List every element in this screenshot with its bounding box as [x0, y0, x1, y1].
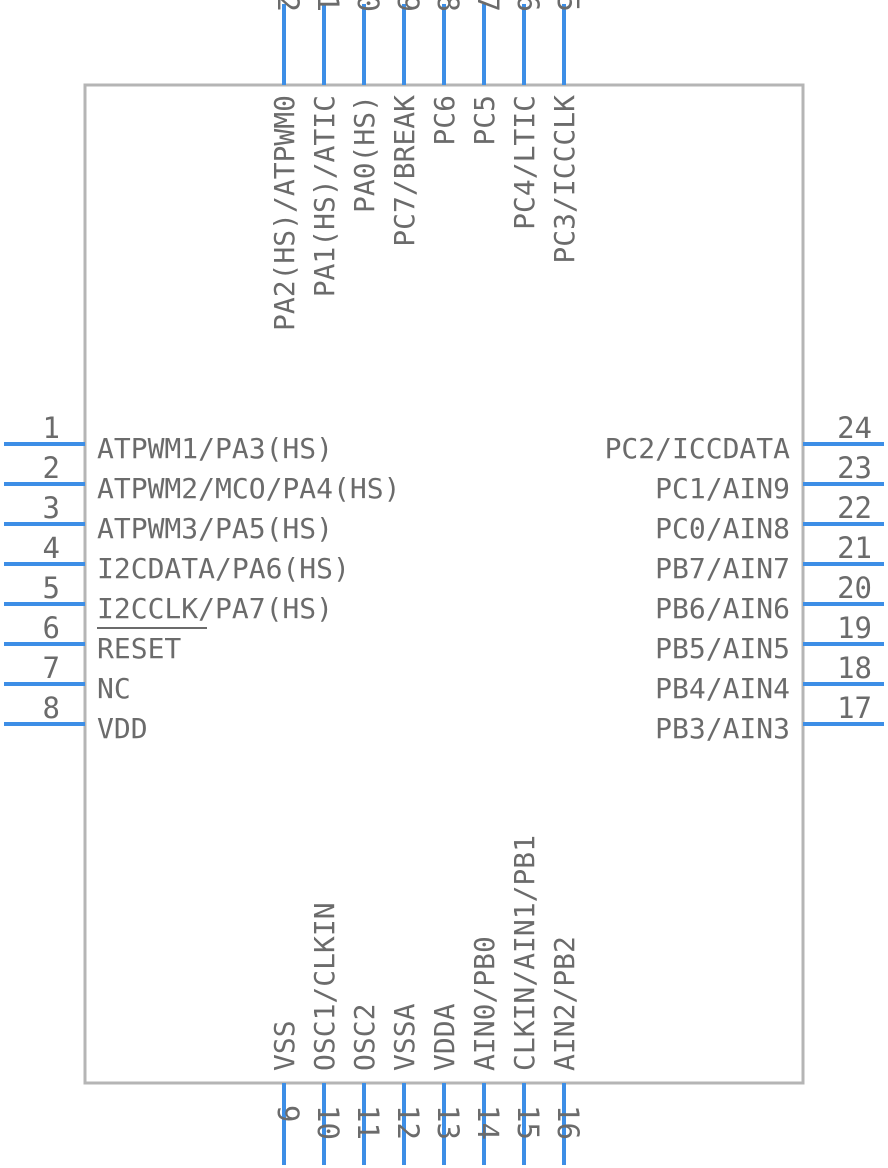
pin-29: 29PC7/BREAK	[388, 0, 425, 247]
pin-11-number: 11	[351, 1105, 385, 1140]
pin-1-label: ATPWM1/PA3(HS)	[97, 432, 333, 465]
pin-9-number: 9	[271, 1105, 305, 1122]
pin-13-number: 13	[431, 1105, 465, 1140]
pin-32: 32PA2(HS)/ATPWM0	[268, 0, 305, 331]
pin-9: 9 VSS	[268, 1020, 305, 1165]
pin-16-number: 16	[551, 1105, 585, 1140]
pin-22-number: 22	[837, 491, 872, 525]
pin-19-label: PB5/AIN5	[655, 632, 790, 665]
pin-11: 11 OSC2	[348, 1004, 385, 1165]
pin-6-label: RESET	[97, 632, 181, 665]
pin-6-number: 6	[43, 611, 60, 645]
pin-17-label: PB3/AIN3	[655, 712, 790, 745]
pin-12-label: VSSA	[388, 1003, 421, 1071]
pin-2-label: ATPWM2/MCO/PA4(HS)	[97, 472, 400, 505]
pin-25-number: 25	[551, 0, 585, 12]
pin-15-number: 15	[511, 1105, 545, 1140]
pin-24-label: PC2/ICCDATA	[605, 432, 791, 465]
pin-16: 16 AIN2/PB2	[548, 936, 585, 1165]
pin-8-number: 8	[43, 691, 60, 725]
pin-29-number: 29	[391, 0, 425, 12]
pin-15: 15 CLKIN/AIN1/PB1	[508, 835, 545, 1165]
pin-27-label: PC5	[468, 95, 501, 146]
pin-18-number: 18	[837, 651, 872, 685]
pin-32-number: 32	[271, 0, 305, 12]
pin-26-number: 26	[511, 0, 545, 12]
pin-18-label: PB4/AIN4	[655, 672, 790, 705]
pin-14: 14 AIN0/PB0	[468, 936, 505, 1165]
pins-layer: 1ATPWM1/PA3(HS)2ATPWM2/MCO/PA4(HS)3ATPWM…	[4, 0, 884, 1165]
pin-7-number: 7	[43, 651, 60, 685]
pin-26-label: PC4/LTIC	[508, 95, 541, 230]
pin-8-label: VDD	[97, 712, 148, 745]
pin-31-number: 31	[311, 0, 345, 12]
pin-12-number: 12	[391, 1105, 425, 1140]
pin-7: 7NC	[4, 651, 131, 705]
pin-30-label: PA0(HS)	[348, 95, 381, 213]
pin-7-label: NC	[97, 672, 131, 705]
pin-27-number: 27	[471, 0, 505, 12]
pin-28-label: PC6	[428, 95, 461, 146]
pin-14-label: AIN0/PB0	[468, 936, 501, 1071]
pin-20-label: PB6/AIN6	[655, 592, 790, 625]
pin-24-number: 24	[837, 411, 872, 445]
pin-30: 30PA0(HS)	[348, 0, 385, 213]
pin-28-number: 28	[431, 0, 465, 12]
pin-12: 12 VSSA	[388, 1003, 425, 1165]
pin-32-label: PA2(HS)/ATPWM0	[268, 95, 301, 331]
pin-1-number: 1	[43, 411, 60, 445]
pin-26: 26PC4/LTIC	[508, 0, 545, 230]
pin-13-label: VDDA	[428, 1003, 461, 1071]
pin-21-number: 21	[837, 531, 872, 565]
pin-19-number: 19	[837, 611, 872, 645]
pin-11-label: OSC2	[348, 1004, 381, 1071]
ic-body-outline	[83, 83, 805, 1085]
pin-23-number: 23	[837, 451, 872, 485]
pin-28: 28PC6	[428, 0, 465, 146]
pin-3-label: ATPWM3/PA5(HS)	[97, 512, 333, 545]
pin-25-label: PC3/ICCCLK	[548, 95, 581, 264]
pin-3-number: 3	[43, 491, 60, 525]
pin-17-number: 17	[837, 691, 872, 725]
pin-10: 10 OSC1/CLKIN	[308, 902, 345, 1165]
pin-30-number: 30	[351, 0, 385, 12]
pin-5-number: 5	[43, 571, 60, 605]
pin-14-number: 14	[471, 1105, 505, 1140]
pin-4-number: 4	[43, 531, 60, 565]
pin-31-label: PA1(HS)/ATIC	[308, 95, 341, 297]
pin-13: 13 VDDA	[428, 1003, 465, 1165]
pin-29-label: PC7/BREAK	[388, 95, 421, 247]
pin-4-label: I2CDATA/PA6(HS)	[97, 552, 350, 585]
pin-31: 31PA1(HS)/ATIC	[308, 0, 345, 297]
pin-10-label: OSC1/CLKIN	[308, 902, 341, 1071]
pin-16-label: AIN2/PB2	[548, 936, 581, 1071]
pin-27: 27PC5	[468, 0, 505, 146]
pin-2-number: 2	[43, 451, 60, 485]
pin-25: 25PC3/ICCCLK	[548, 0, 585, 264]
pin-10-number: 10	[311, 1105, 345, 1140]
pin-20-number: 20	[837, 571, 872, 605]
pin-15-label: CLKIN/AIN1/PB1	[508, 835, 541, 1071]
pin-9-label: VSS	[268, 1020, 301, 1071]
pin-21-label: PB7/AIN7	[655, 552, 790, 585]
pin-22-label: PC0/AIN8	[655, 512, 790, 545]
pin-5-label: I2CCLK/PA7(HS)	[97, 592, 333, 625]
pin-23-label: PC1/AIN9	[655, 472, 790, 505]
